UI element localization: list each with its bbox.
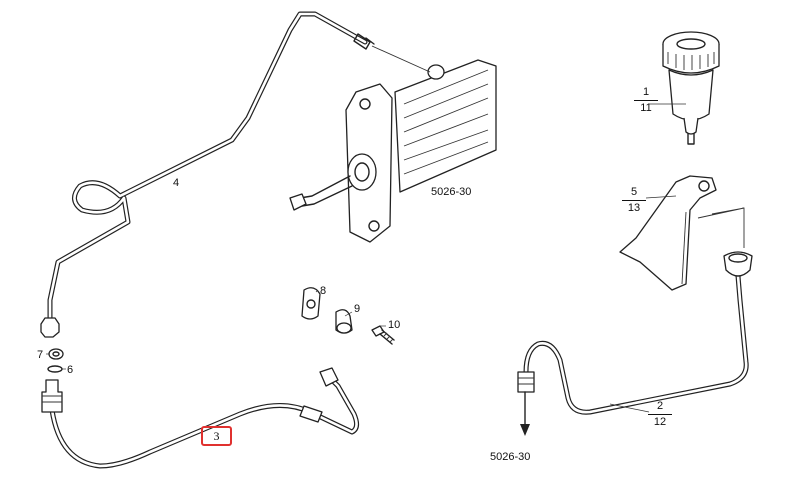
callout-11-denominator: 11 (640, 102, 652, 114)
callout-6[interactable]: 6 (67, 364, 74, 376)
callout-2-12[interactable]: 2 12 (648, 400, 672, 428)
callout-1-numerator: 1 (642, 86, 650, 98)
callout-1-11[interactable]: 1 11 (634, 86, 658, 114)
callout-13-denominator: 13 (627, 202, 641, 214)
leader-lines (46, 103, 686, 413)
callout-3-highlighted[interactable]: 3 (201, 426, 232, 446)
callout-5-13[interactable]: 5 13 (622, 186, 646, 214)
callout-12-denominator: 12 (653, 416, 667, 428)
fraction-bar (648, 414, 672, 415)
bolt-10 (371, 325, 395, 345)
callout-4[interactable]: 4 (173, 177, 180, 189)
callout-9[interactable]: 9 (354, 303, 361, 315)
elbow-9 (335, 309, 353, 334)
callout-10[interactable]: 10 (388, 319, 401, 331)
callout-8[interactable]: 8 (320, 285, 327, 297)
clip-8 (301, 287, 321, 320)
fraction-bar (634, 100, 658, 101)
pipe-2 (517, 251, 753, 436)
pipe-4 (40, 11, 375, 338)
callout-2-numerator: 2 (656, 400, 664, 412)
callout-3-label: 3 (213, 428, 220, 443)
callout-5026-30-upper[interactable]: 5026-30 (431, 186, 472, 198)
hose-3 (41, 367, 360, 469)
slave-cylinder (289, 45, 497, 243)
fraction-bar (622, 200, 646, 201)
fluid-reservoir (662, 31, 720, 145)
callout-5-numerator: 5 (630, 186, 638, 198)
reservoir-bracket (619, 175, 745, 291)
seal-ring-7 (48, 348, 64, 360)
o-ring-6 (47, 365, 63, 373)
callout-5026-30-lower[interactable]: 5026-30 (490, 451, 531, 463)
callout-7[interactable]: 7 (37, 349, 44, 361)
